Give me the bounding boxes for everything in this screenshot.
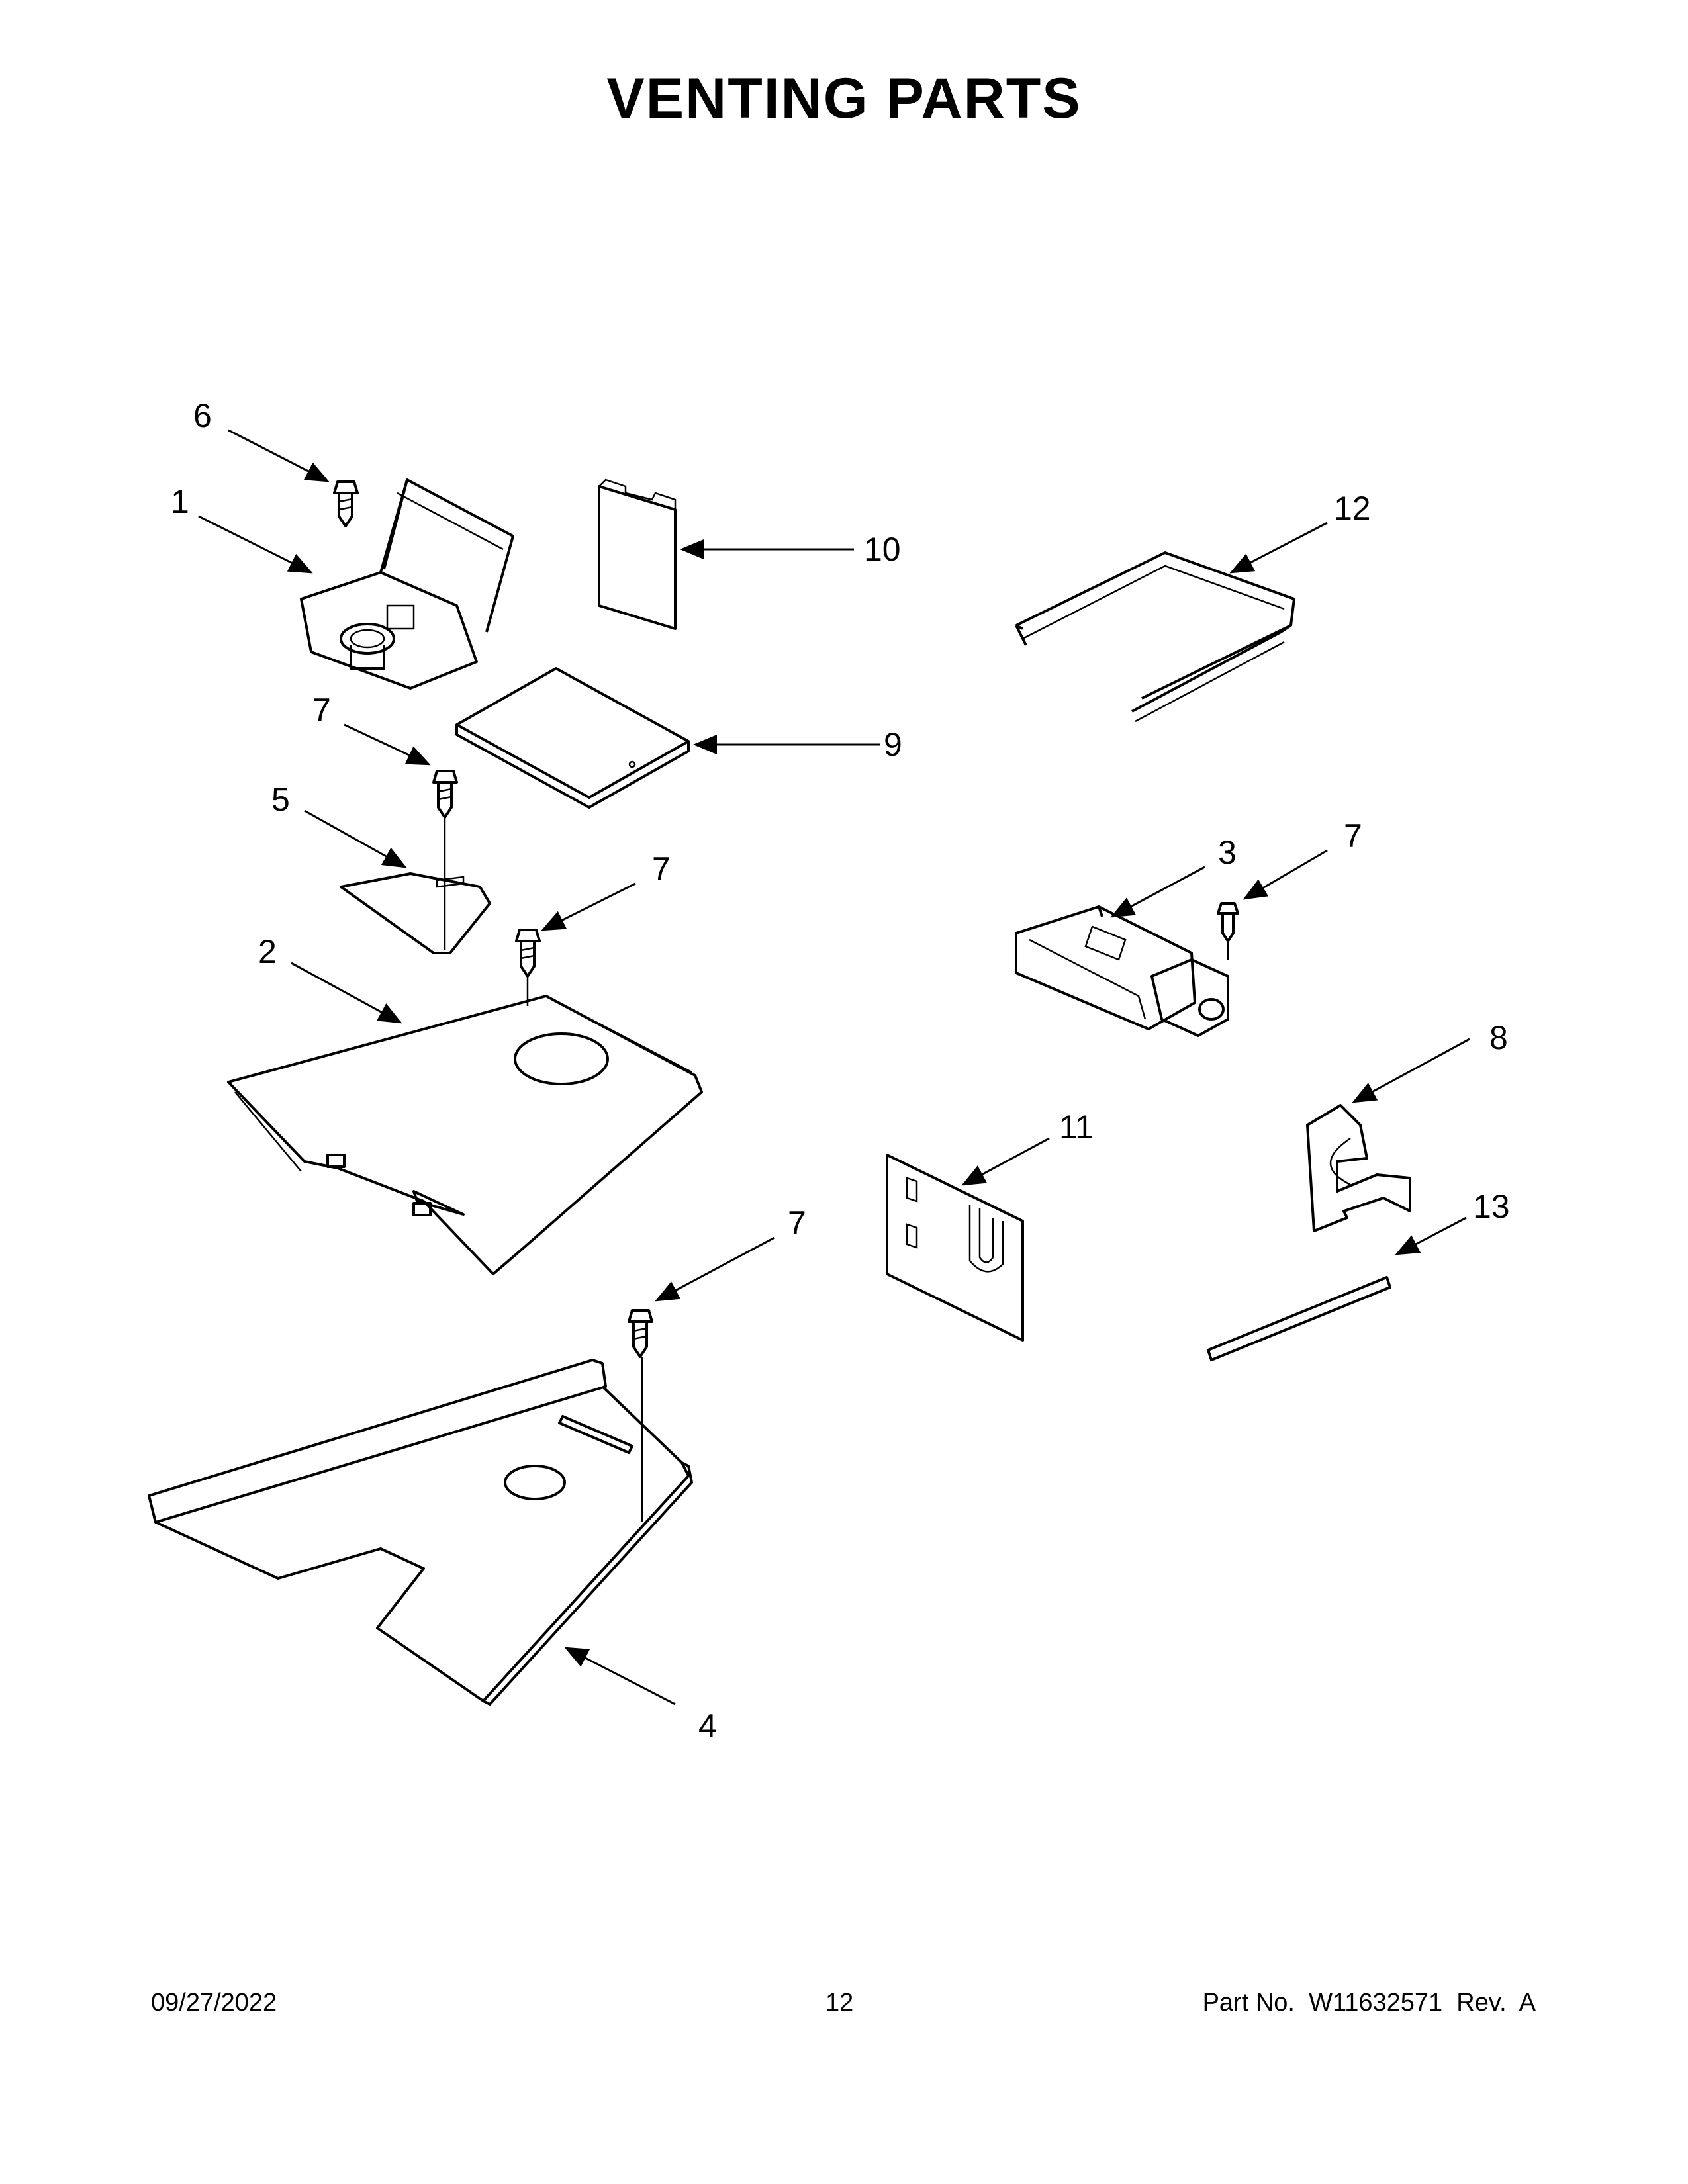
callout-7-b: 7: [652, 850, 671, 887]
part-11-plate: [886, 1154, 1024, 1342]
callout-12: 12: [1334, 490, 1371, 527]
page-title: VENTING PARTS: [606, 67, 1082, 130]
callout-10: 10: [864, 531, 901, 568]
callout-numbers: 6 1 10 9 12 7 5 7 2 3 7 8 11 13 7 4: [171, 397, 1510, 1745]
part-4-panel: [148, 1359, 693, 1706]
part-3-damper-motor: [1015, 905, 1229, 1037]
callout-4: 4: [698, 1707, 717, 1745]
footer-part-number: Part No. W11632571 Rev. A: [1202, 1989, 1536, 2017]
callout-5: 5: [271, 781, 290, 818]
part-12-frame: [1015, 551, 1295, 723]
callout-7-d: 7: [1344, 817, 1362, 854]
part-1-vent-box: [300, 478, 514, 690]
callout-3: 3: [1218, 834, 1237, 871]
callout-11: 11: [1059, 1109, 1094, 1146]
callout-1: 1: [171, 483, 189, 520]
leader-lines: [198, 429, 1470, 1706]
footer-date: 09/27/2022: [151, 1989, 277, 2017]
callout-8: 8: [1489, 1019, 1508, 1056]
part-7-screw-c: [628, 1309, 653, 1522]
part-8-bracket: [1306, 1104, 1411, 1232]
callout-6: 6: [193, 397, 212, 434]
part-5-plate: [340, 872, 491, 954]
part-10-panel: [598, 478, 677, 630]
part-7-screw-a: [432, 770, 458, 950]
callout-2: 2: [258, 933, 277, 970]
part-13-strip: [1207, 1276, 1391, 1361]
callout-7-c: 7: [788, 1205, 806, 1242]
callout-7-a: 7: [312, 692, 331, 729]
footer-page-number: 12: [825, 1989, 854, 2017]
part-9-tray: [455, 667, 690, 809]
part-7-screw-d: [1217, 902, 1239, 960]
callout-9: 9: [884, 726, 902, 763]
part-7-screw-b: [515, 929, 541, 1006]
part-2-shield: [227, 995, 703, 1275]
callout-13: 13: [1473, 1188, 1510, 1225]
part-6-screw: [333, 480, 359, 527]
